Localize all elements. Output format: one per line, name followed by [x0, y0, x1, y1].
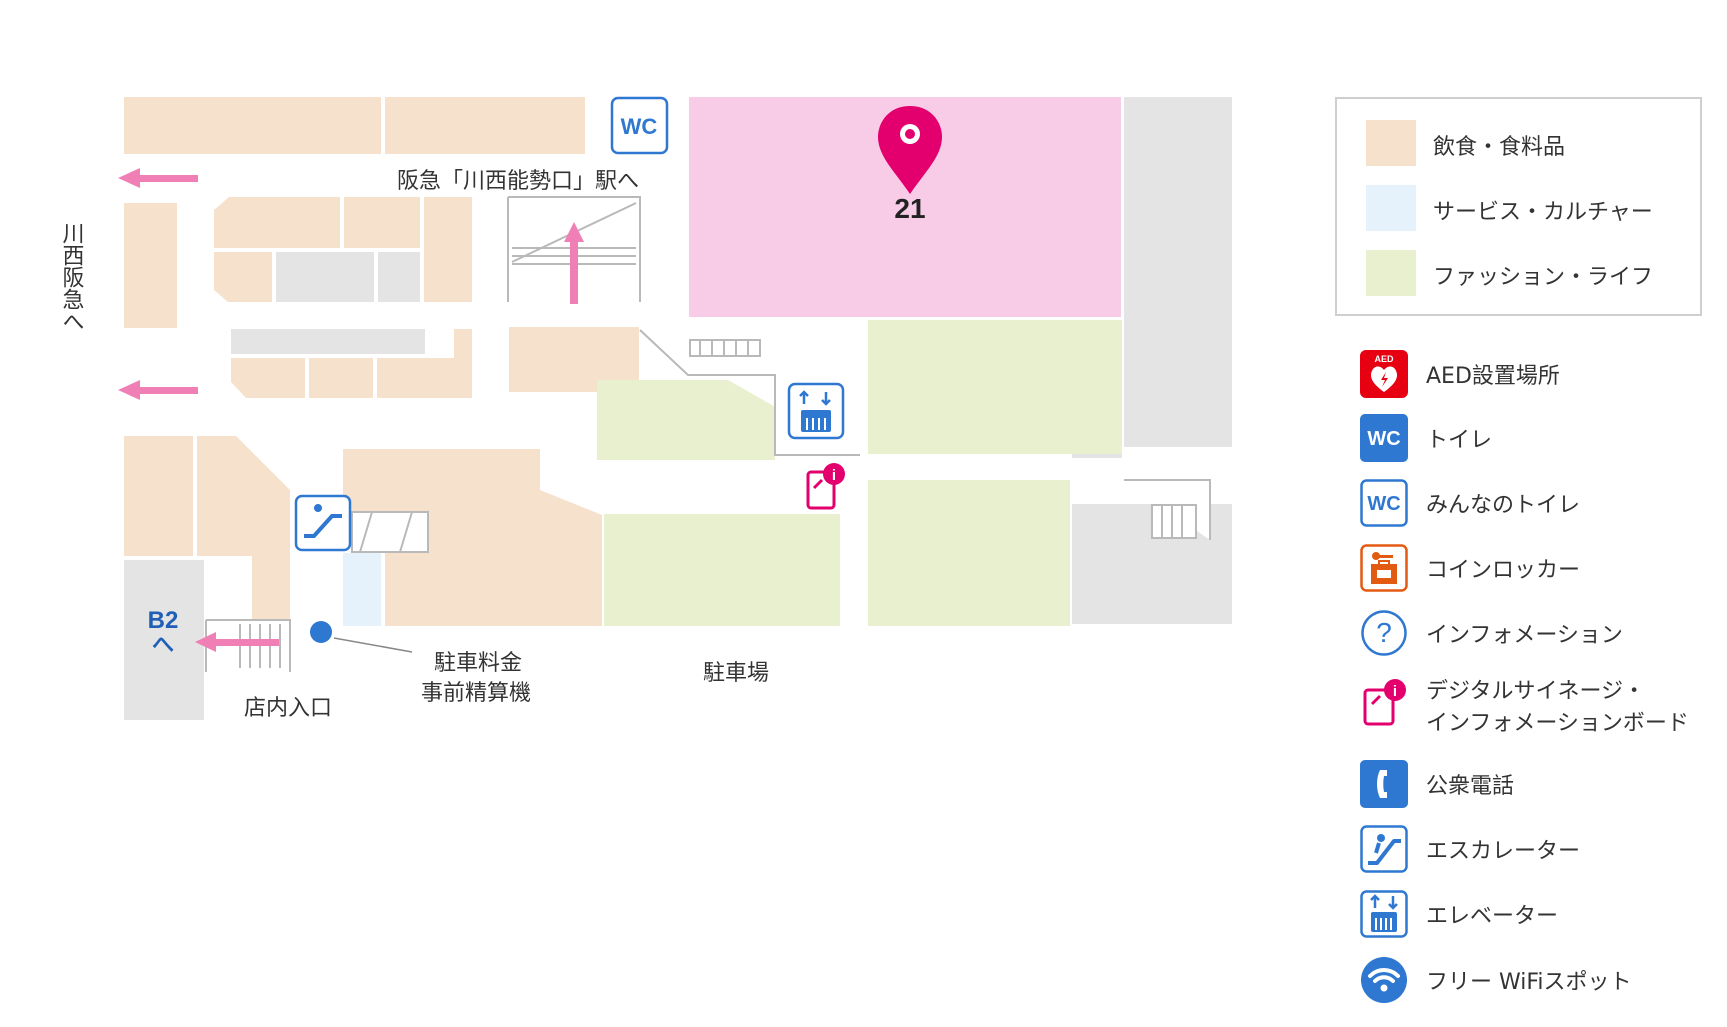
- shop-lower-left-2[interactable]: [197, 436, 290, 620]
- map-elevator-icon[interactable]: [787, 382, 845, 440]
- map-escalator-icon[interactable]: [294, 494, 352, 552]
- to-station-label: 阪急「川西能勢口」駅へ: [397, 169, 640, 194]
- coin-locker-icon: [1360, 544, 1408, 592]
- aed-icon: AED: [1360, 350, 1408, 398]
- grey-corridor-right: [1124, 97, 1232, 447]
- arrow-to-station: [118, 168, 198, 188]
- legend-label: インフォメーション: [1426, 623, 1623, 648]
- elevator-icon: [1360, 890, 1408, 938]
- fashion-swatch: [1366, 250, 1416, 296]
- map-digital-signage-icon[interactable]: i: [806, 463, 845, 510]
- svg-text:WC: WC: [1367, 493, 1400, 515]
- legend-category-label: ファッション・ライフ: [1433, 265, 1654, 290]
- store-entrance-label: 店内入口: [244, 696, 333, 721]
- stairs-escalator-lower: [351, 511, 429, 553]
- shop-lower-left-1[interactable]: [124, 436, 193, 556]
- grey-block-a: [276, 252, 374, 302]
- b2-to-label: へ: [152, 632, 174, 657]
- digital-signage-icon: i: [1363, 679, 1406, 726]
- arrow-to-kawanishi: [118, 380, 198, 400]
- svg-text:WC: WC: [621, 114, 658, 139]
- parking-payment-machine-point[interactable]: [310, 621, 332, 643]
- parking-payment-leader-line: [333, 637, 413, 653]
- toilet-icon: WC: [1360, 414, 1408, 462]
- shop-fashion-4[interactable]: [868, 480, 1070, 626]
- svg-text:i: i: [832, 467, 836, 484]
- legend-label: デジタルサイネージ・ インフォメーションボード: [1426, 676, 1689, 740]
- legend-label-line2: インフォメーションボード: [1426, 711, 1689, 736]
- parking-payment-label-1: 駐車料金: [434, 651, 523, 676]
- shop-block-b3[interactable]: [377, 329, 472, 398]
- accessible-toilet-icon: WC: [1360, 479, 1408, 527]
- map-toilet-icon[interactable]: WC: [610, 96, 669, 155]
- shop-lower-center[interactable]: [343, 449, 602, 626]
- wifi-icon: [1361, 957, 1407, 1003]
- shop-fashion-3[interactable]: [604, 514, 840, 626]
- legend-categories-box: 飲食・食料品 サービス・カルチャー ファッション・ライフ: [1335, 97, 1702, 316]
- grey-block-c: [231, 329, 425, 354]
- shop-top-1[interactable]: [124, 97, 381, 154]
- arrow-up: [564, 222, 584, 304]
- to-kawanishi-hankyu-label: 川西阪急へ: [58, 222, 84, 332]
- legend-label: みんなのトイレ: [1426, 493, 1581, 518]
- shop-block-a2[interactable]: [344, 197, 420, 248]
- shop-block-a1[interactable]: [214, 197, 340, 248]
- grey-block-b2: [124, 560, 204, 720]
- legend-label: コインロッカー: [1426, 558, 1581, 583]
- svg-text:?: ?: [1376, 617, 1392, 648]
- legend-label-line1: デジタルサイネージ・: [1426, 679, 1646, 704]
- svg-text:AED: AED: [1374, 354, 1394, 364]
- map-pin-icon[interactable]: [878, 106, 942, 194]
- information-icon: ?: [1361, 610, 1407, 656]
- arrow-to-b2: [195, 632, 279, 652]
- food-swatch: [1366, 120, 1416, 166]
- svg-text:WC: WC: [1367, 428, 1400, 450]
- public-phone-icon: [1360, 760, 1408, 808]
- shop-block-a4[interactable]: [214, 252, 272, 302]
- legend-label: 公衆電話: [1426, 774, 1515, 799]
- grey-block-b: [378, 252, 420, 302]
- staircase-top: [507, 196, 641, 302]
- legend-category-label: サービス・カルチャー: [1433, 200, 1653, 225]
- shop-number: 21: [894, 193, 925, 224]
- floor-map: 21 WC i B2 へ: [118, 96, 1232, 720]
- service-area[interactable]: [343, 553, 381, 626]
- shop-block-a3[interactable]: [424, 197, 472, 302]
- escalator-icon: [1360, 825, 1408, 873]
- shop-left-column[interactable]: [124, 203, 177, 328]
- legend-label: トイレ: [1426, 428, 1493, 453]
- service-swatch: [1366, 185, 1416, 231]
- shop-fashion-2[interactable]: [868, 320, 1122, 454]
- legend-label: エスカレーター: [1426, 839, 1581, 864]
- shop-fashion-1[interactable]: [597, 380, 775, 460]
- parking-payment-label-2: 事前精算機: [421, 681, 532, 706]
- legend-label: エレベーター: [1426, 904, 1559, 929]
- parking-label: 駐車場: [703, 661, 770, 686]
- legend-label: フリー WiFiスポット: [1426, 970, 1632, 995]
- legend-label: AED設置場所: [1426, 364, 1560, 389]
- svg-text:i: i: [1393, 683, 1397, 700]
- stairs-right: [1124, 479, 1211, 540]
- legend-category-label: 飲食・食料品: [1433, 135, 1566, 160]
- b2-label: B2: [148, 607, 179, 634]
- shop-top-2[interactable]: [385, 97, 585, 154]
- shop-block-b2[interactable]: [309, 358, 373, 398]
- shop-block-b1[interactable]: [231, 358, 305, 398]
